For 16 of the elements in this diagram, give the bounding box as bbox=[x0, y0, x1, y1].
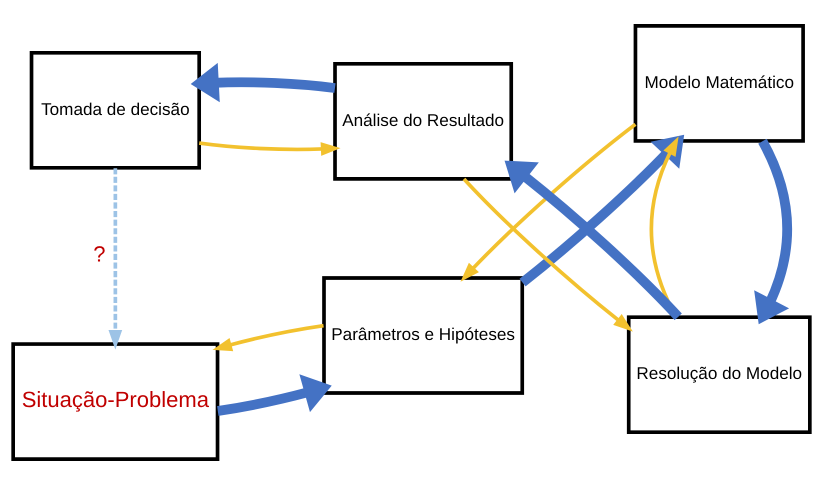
arrow bbox=[212, 323, 324, 351]
arrow bbox=[217, 374, 332, 416]
arrow bbox=[460, 122, 637, 282]
arrow bbox=[108, 168, 122, 350]
node-box: Tomada de decisão bbox=[30, 50, 202, 170]
node-box: Análise do Resultado bbox=[333, 62, 514, 180]
arrow bbox=[190, 62, 336, 102]
edge-label: ? bbox=[93, 240, 106, 266]
node-box: Modelo Matemático bbox=[634, 24, 805, 142]
node-box: Situação-Problema bbox=[11, 342, 220, 460]
node-box: Parâmetros e Hipóteses bbox=[322, 276, 524, 394]
arrow bbox=[754, 138, 792, 324]
arrow bbox=[504, 160, 682, 320]
arrow bbox=[198, 140, 340, 156]
arrow bbox=[462, 177, 633, 332]
node-box: Resolução do Modelo bbox=[626, 314, 812, 434]
